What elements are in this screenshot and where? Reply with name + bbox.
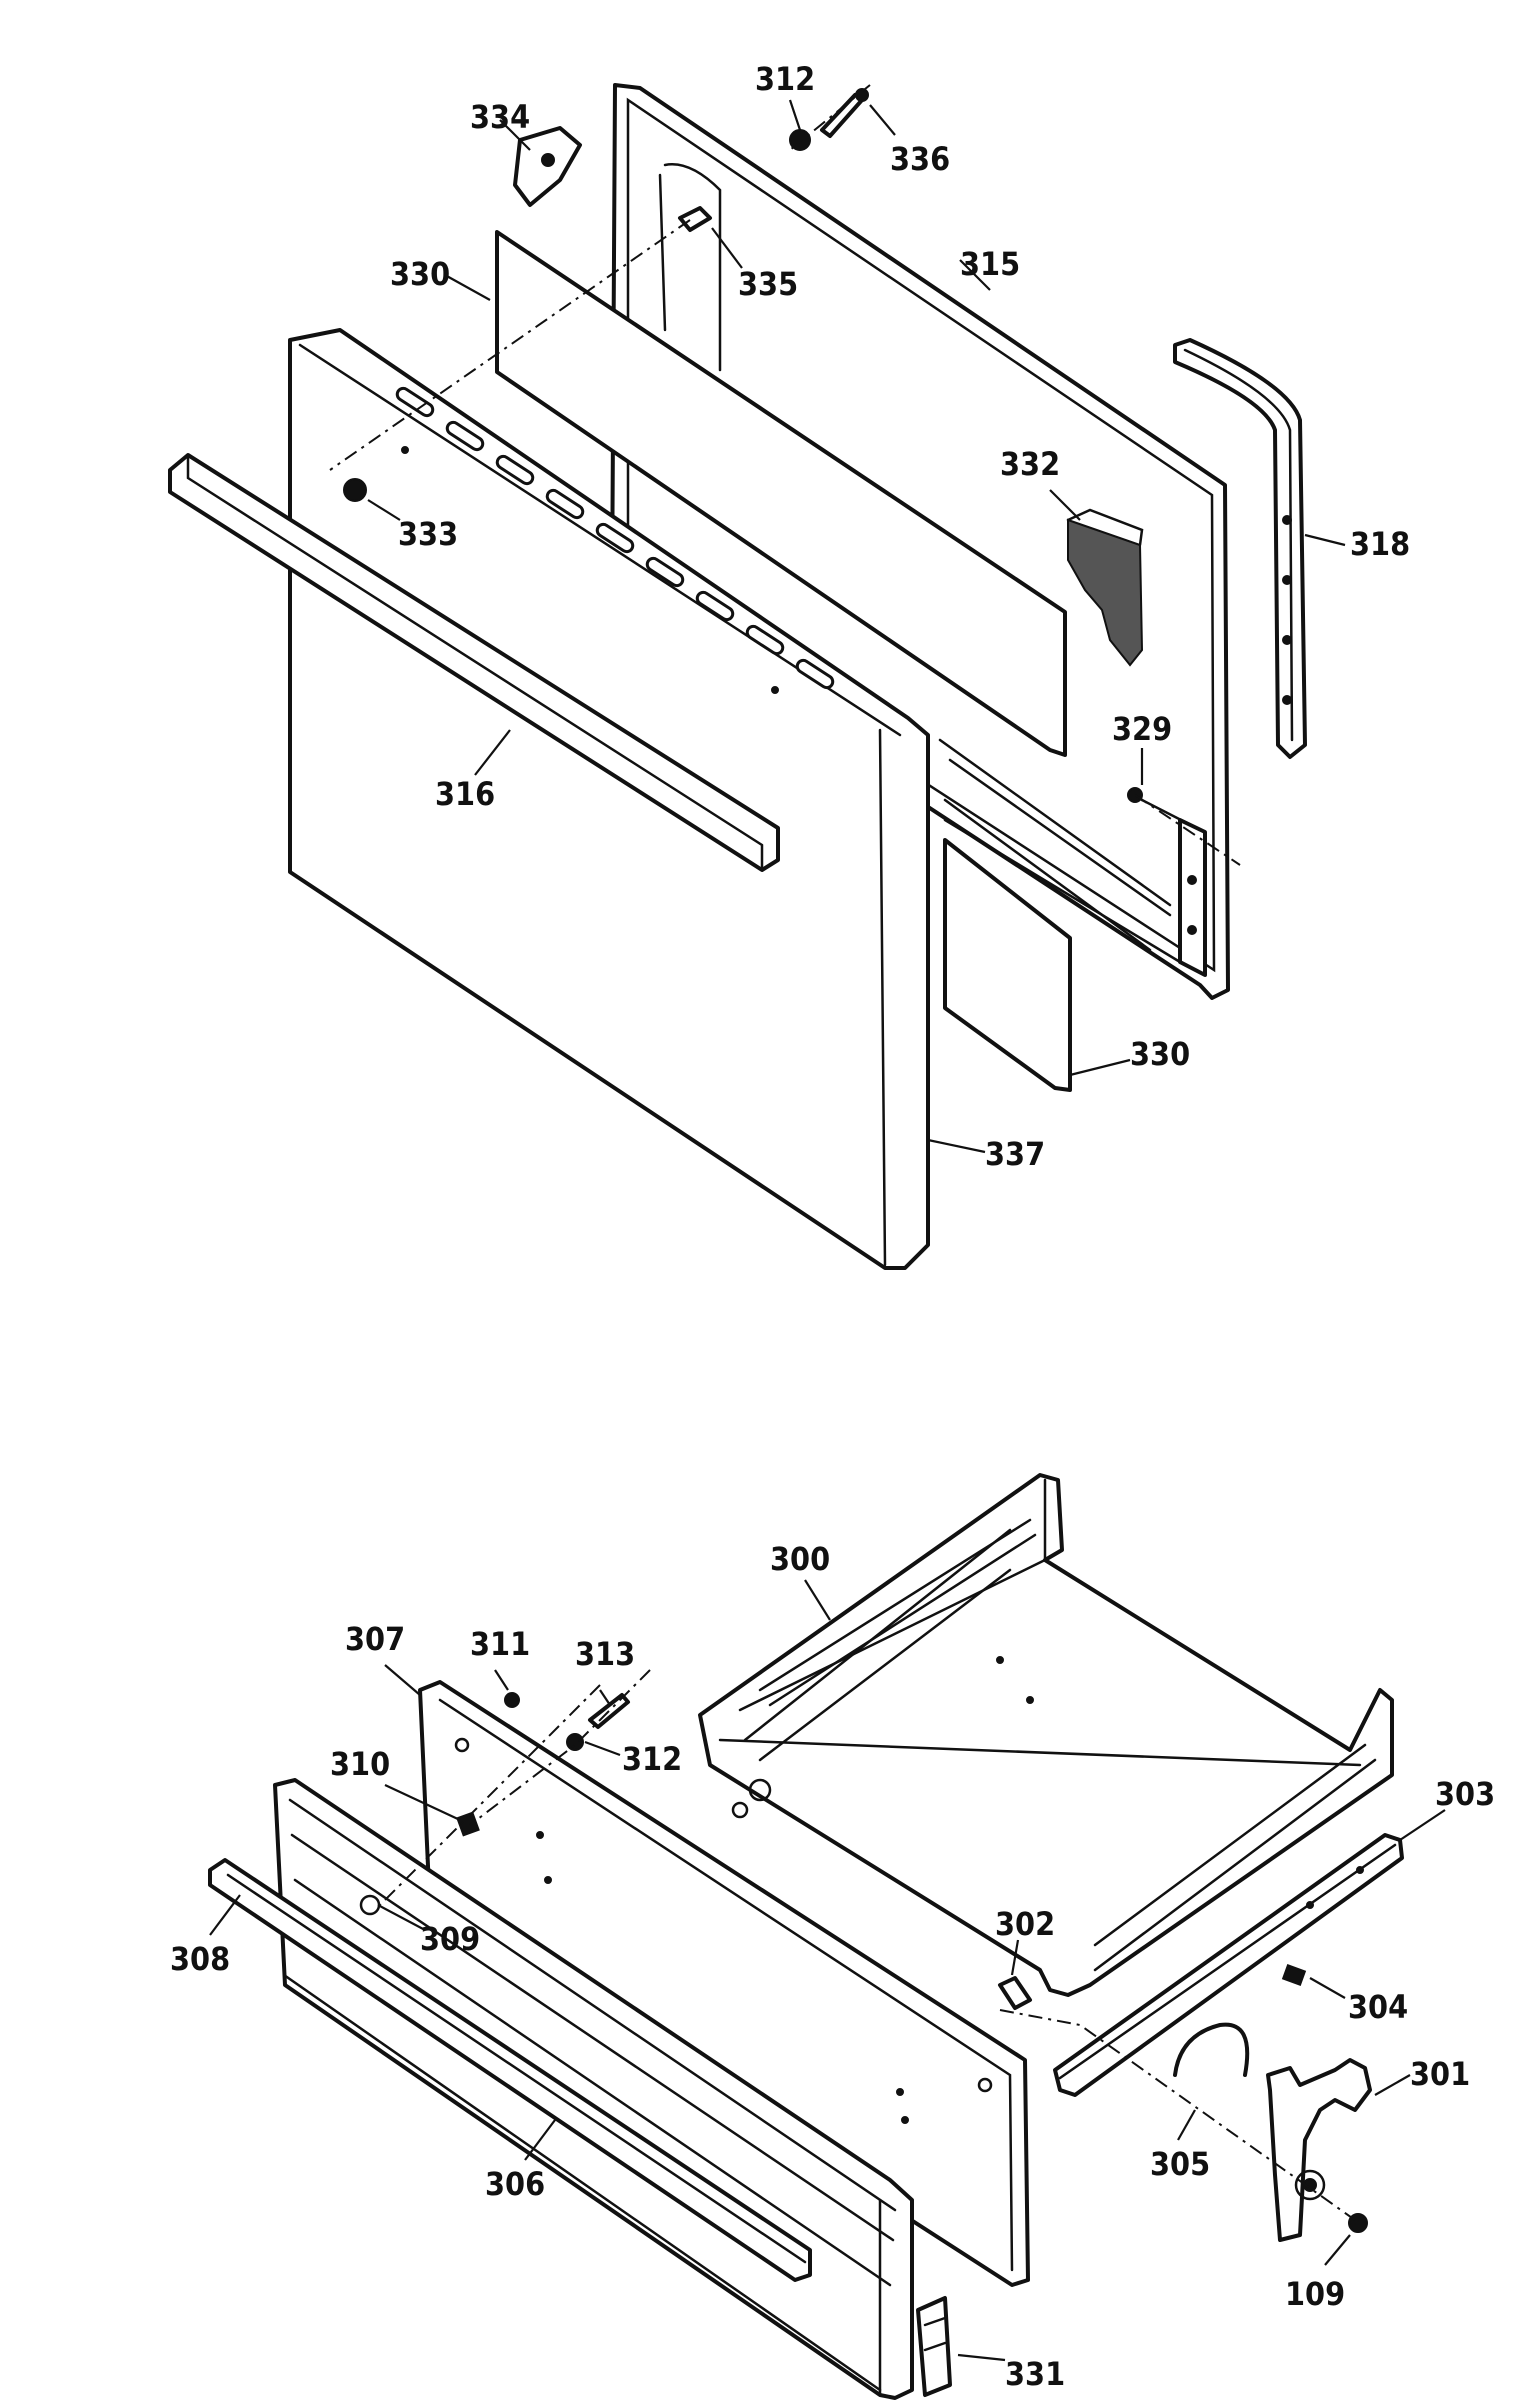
stud-302 <box>998 1976 1032 2010</box>
bracket-331 <box>916 2296 952 2397</box>
spring-clip-305 <box>1173 2022 1250 2077</box>
label-302: 302 <box>995 1905 1055 1943</box>
slide-rail-303 <box>1053 1833 1404 2097</box>
label-312-upper: 312 <box>755 60 815 98</box>
door-glass-330-upper <box>495 230 1067 757</box>
label-337: 337 <box>985 1135 1045 1173</box>
label-304: 304 <box>1348 1988 1408 2026</box>
label-316: 316 <box>435 775 495 813</box>
nut-311 <box>504 1692 520 1708</box>
drawer-handle-308 <box>208 1858 812 2282</box>
outer-door-panel-337 <box>288 328 930 1270</box>
label-312-lower: 312 <box>622 1740 682 1778</box>
roller-304 <box>1281 1964 1307 1986</box>
label-308: 308 <box>170 1940 230 1978</box>
insulation-332 <box>1066 508 1144 667</box>
screw-336 <box>820 88 869 138</box>
label-330-upper: 330 <box>390 255 450 293</box>
lower-drawer-assembly <box>208 1473 1446 2400</box>
label-305: 305 <box>1150 2145 1210 2183</box>
side-trim-318 <box>1173 338 1307 759</box>
door-handle-316 <box>168 453 780 872</box>
label-109: 109 <box>1285 2275 1345 2313</box>
label-309: 309 <box>420 1920 480 1958</box>
door-glass-330-lower <box>943 838 1072 1092</box>
label-301: 301 <box>1410 2055 1470 2093</box>
label-332: 332 <box>1000 445 1060 483</box>
label-333: 333 <box>398 515 458 553</box>
nut-333 <box>343 478 367 502</box>
label-311: 311 <box>470 1625 530 1663</box>
label-334: 334 <box>470 98 530 136</box>
drawer-body-300 <box>698 1473 1394 1997</box>
label-336: 336 <box>890 140 950 178</box>
stud-310 <box>456 1811 480 1837</box>
label-330-lower: 330 <box>1130 1035 1190 1073</box>
label-313: 313 <box>575 1635 635 1673</box>
label-310: 310 <box>330 1745 390 1783</box>
label-331: 331 <box>1005 2355 1065 2393</box>
label-335: 335 <box>738 265 798 303</box>
label-306: 306 <box>485 2165 545 2203</box>
label-329: 329 <box>1112 710 1172 748</box>
bracket-plate-301 <box>1266 2058 1372 2242</box>
screw-313 <box>588 1693 630 1729</box>
nut-312-lower <box>566 1733 584 1751</box>
stud-335 <box>678 206 712 232</box>
label-303: 303 <box>1435 1775 1495 1813</box>
inner-drawer-panel-307 <box>418 1680 1030 2287</box>
clip-334 <box>513 126 582 207</box>
label-315: 315 <box>960 245 1020 283</box>
label-318: 318 <box>1350 525 1410 563</box>
label-307: 307 <box>345 1620 405 1658</box>
upper-door-assembly <box>168 83 1346 1270</box>
label-300: 300 <box>770 1540 830 1578</box>
